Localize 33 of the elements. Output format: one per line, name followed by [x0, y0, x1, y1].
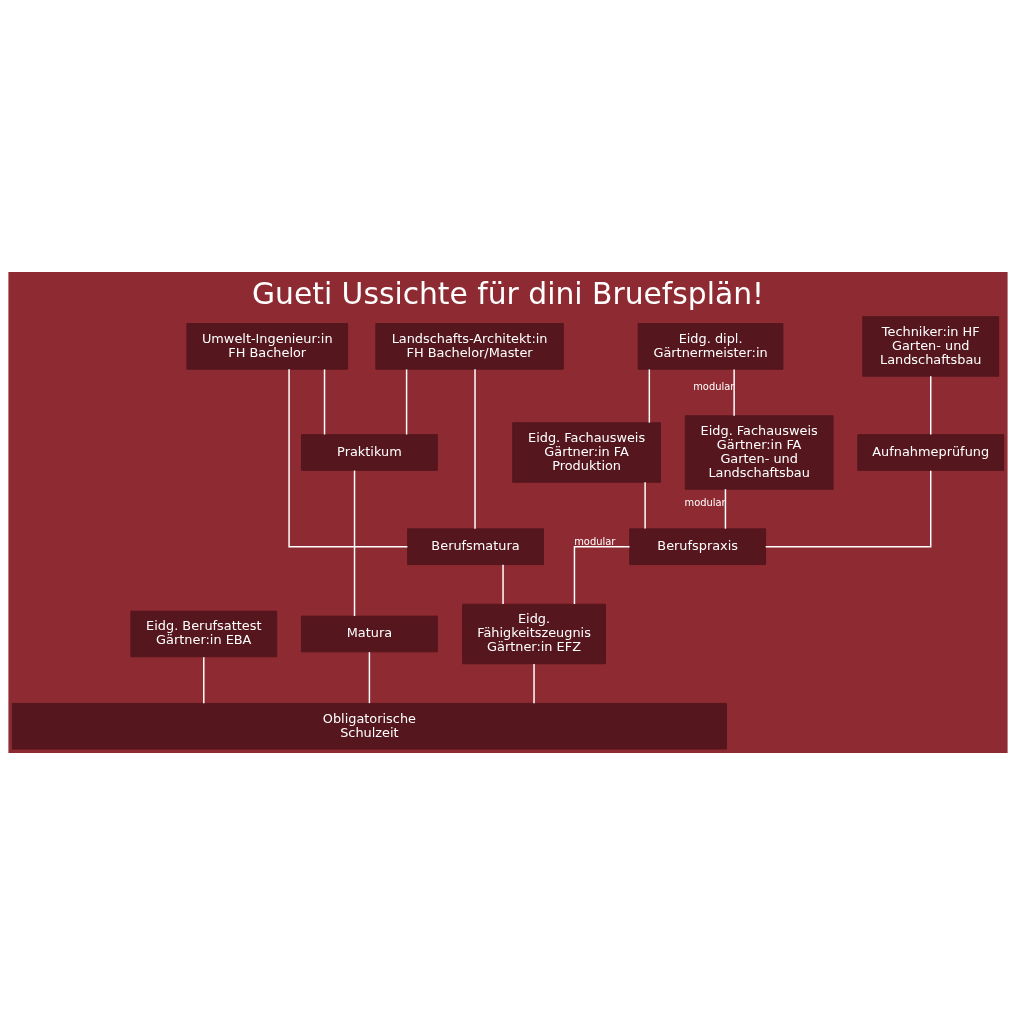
- connector: [533, 662, 535, 704]
- connector: [648, 368, 651, 423]
- node-box: Berufspraxis: [629, 527, 767, 565]
- node-box: Eidg. dipl. Gärtnermeister:in: [637, 322, 784, 370]
- edge-label: modular: [574, 535, 616, 547]
- node-box: Eidg. Fachausweis Gärtner:in FA Garten- und Landschaftsbau: [684, 414, 834, 490]
- node-box: Eidg. Fachausweis Gärtner:in FA Produktion: [512, 421, 661, 483]
- connector: [733, 368, 735, 416]
- node-box: Praktikum: [300, 433, 438, 471]
- connector: [644, 481, 646, 529]
- connector: [573, 545, 631, 605]
- connector: [323, 368, 326, 435]
- node-box: Aufnahmeprüfung: [857, 433, 1005, 471]
- diagram-title: Gueti Ussichte für dini Bruefsplän!: [252, 275, 764, 311]
- node-box: Obligatorische Schulzeit: [11, 702, 727, 750]
- node-box: Eidg. Fähigkeitszeugnis Gärtner:in EFZ: [462, 603, 606, 664]
- connector: [724, 487, 727, 529]
- node-box: Techniker:in HF Garten- und Landschaftsbau: [862, 315, 1000, 377]
- connector: [353, 469, 356, 617]
- connector: [405, 368, 408, 435]
- node-box: Eidg. Berufsattest Gärtner:in EBA: [130, 610, 278, 657]
- connector: [930, 374, 932, 435]
- node-box: Berufsmatura: [407, 527, 544, 565]
- connector: [368, 650, 371, 704]
- connector: [203, 656, 205, 704]
- node-box: Umwelt-Ingenieur:in FH Bachelor: [186, 322, 349, 370]
- node-box: Matura: [300, 615, 438, 652]
- connector: [764, 469, 932, 547]
- connector: [502, 563, 504, 605]
- edge-label: modular: [684, 496, 726, 508]
- node-box: Landschafts-Architekt:in FH Bachelor/Master: [375, 322, 564, 370]
- connector: [474, 368, 476, 529]
- connector: [288, 368, 409, 547]
